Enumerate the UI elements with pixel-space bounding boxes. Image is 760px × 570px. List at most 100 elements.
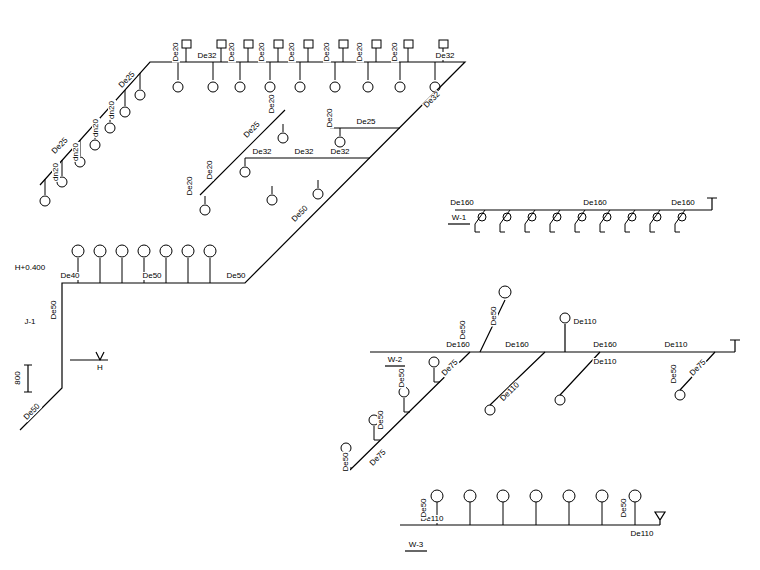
fixture-valve: [439, 40, 448, 48]
pipe-label: De50: [459, 319, 467, 340]
pipe-label: W-2: [387, 356, 404, 364]
pipe-label: dn20: [72, 142, 80, 162]
pipe-label: De75: [368, 448, 389, 469]
fixture-pipe: [575, 210, 585, 232]
pipe-label: De20: [326, 107, 334, 128]
pipe-label: De20: [206, 159, 214, 180]
pipe-label: dn20: [108, 100, 116, 120]
fixture-pipe: [245, 158, 246, 166]
fixture-circle: [485, 405, 495, 415]
fixture-pipe: [335, 48, 343, 80]
pipe-label: De110: [498, 380, 521, 403]
pipe-label: De32: [434, 52, 455, 60]
pipe-label: De110: [664, 341, 689, 349]
fixture-circle: [530, 490, 542, 502]
fixture-circle: [653, 213, 661, 221]
fixture-pipe: [340, 128, 341, 136]
fixture-pipe: [300, 48, 308, 80]
fixture-pipe: [270, 48, 278, 80]
fixture-pipe: [475, 210, 485, 232]
fixture-pipe: [569, 502, 570, 525]
tag-underline: [448, 223, 470, 224]
fixture-circle: [267, 195, 277, 205]
fixture-circle: [478, 213, 486, 221]
fixture-pipe: [210, 258, 211, 283]
fixture-circle: [160, 245, 172, 257]
fixture-circle: [363, 82, 373, 92]
fixture-circle: [678, 213, 686, 221]
pipe-label: De160: [670, 199, 696, 207]
pipe-label: De20: [288, 41, 296, 62]
pipe-label: De20: [258, 41, 266, 62]
fixture-valve: [244, 40, 253, 48]
supply-main: [20, 62, 465, 430]
pipe-label: De40: [59, 272, 80, 280]
pipe-label: De50: [141, 272, 162, 280]
fixture-circle: [335, 137, 345, 147]
fixture-valve: [304, 40, 313, 48]
fixture-circle: [72, 245, 84, 257]
fixture-circle: [395, 82, 405, 92]
fixture-circle: [173, 82, 183, 92]
pipe-label: De50: [490, 305, 498, 326]
fixture-valve: [404, 40, 413, 48]
fixture-pipe: [45, 179, 46, 195]
fixture-circle: [240, 167, 250, 177]
pipe-label: De20: [172, 41, 180, 62]
pipe-label: De50: [420, 497, 428, 518]
pipe-label: 800: [14, 370, 22, 385]
pipe-label: De50: [50, 299, 58, 320]
fixture-pipe: [470, 502, 471, 525]
pipe-label: De160: [449, 199, 475, 207]
pipe-label: De50: [342, 451, 350, 472]
fixture-pipe: [166, 258, 167, 283]
fixture-circle: [278, 133, 288, 143]
pipe-label: H+0.400: [14, 264, 46, 272]
pipe-label: De160: [504, 341, 530, 349]
fixture-circle: [553, 213, 561, 221]
tag-underline: [405, 550, 427, 551]
fixture-circle: [235, 82, 245, 92]
pipe-label: W-1: [451, 214, 468, 222]
fixture-pipe: [503, 502, 504, 525]
pipe-label: De50: [225, 272, 246, 280]
fixture-circle: [90, 140, 100, 150]
supply-branch: [200, 110, 400, 195]
fixture-pipe: [525, 210, 535, 232]
fixture-circle: [555, 395, 565, 405]
fixture-pipe: [240, 48, 248, 80]
fixture-valve: [372, 40, 381, 48]
fixture-pipe: [602, 502, 603, 525]
fixture-pipe: [625, 210, 635, 232]
fixture-circle: [116, 245, 128, 257]
pipe-label: De110: [593, 358, 618, 366]
fixture-pipe: [272, 186, 273, 194]
fixture-valve: [274, 40, 283, 48]
fixture-pipe: [125, 90, 126, 106]
fixture-pipe: [404, 398, 410, 412]
pipe-label: De20: [186, 175, 194, 196]
pipe-label: De75: [688, 358, 709, 379]
pipe-label: De160: [582, 199, 608, 207]
fixture-circle: [628, 213, 636, 221]
fixture-pipe: [368, 48, 376, 80]
fixture-valve: [182, 40, 191, 48]
fixture-pipe: [100, 258, 101, 283]
fixture-pipe: [205, 196, 206, 204]
fixture-circle: [499, 286, 511, 298]
fixture-pipe: [122, 258, 123, 283]
fixture-circle: [94, 245, 106, 257]
pipe-label: De25: [355, 118, 376, 126]
pipe-label: De20: [391, 41, 399, 62]
pipe-label: De32: [329, 148, 350, 156]
fixture-pipe: [188, 258, 189, 283]
fixture-circle: [135, 90, 145, 100]
fixture-circle: [431, 490, 443, 502]
pipe-label: W-3: [408, 541, 425, 549]
pipe-label: De20: [228, 41, 236, 62]
fixture-pipe: [500, 210, 510, 232]
fixture-circle: [563, 490, 575, 502]
drain-main: [455, 198, 717, 210]
